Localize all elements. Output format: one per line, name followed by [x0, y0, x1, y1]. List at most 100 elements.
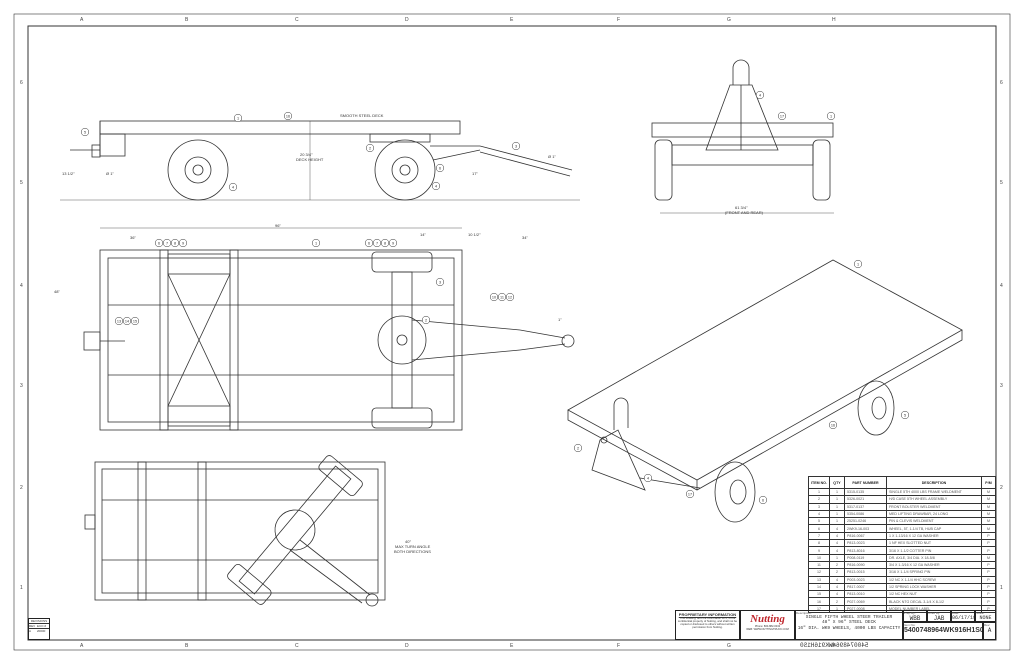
chkd-by-cell: Chkd By:JAB — [927, 610, 951, 622]
zone-row-label: 3 — [1000, 383, 1003, 389]
balloon-number: 7 — [376, 241, 378, 245]
pm-cell: P — [980, 531, 997, 541]
item-balloon: 17 — [685, 489, 695, 499]
phone: Phone: 800-882-0043 — [754, 625, 781, 628]
part-number-cell: P027-0069 — [843, 597, 887, 606]
qty-cell: 2 — [828, 568, 845, 577]
pm-cell: M — [980, 487, 997, 497]
col-part-number: PART NUMBER — [843, 476, 887, 489]
balloon-number: 2 — [577, 446, 579, 450]
item-balloon: 3 — [435, 277, 445, 287]
dimension-label: 96" — [275, 223, 281, 228]
col-pm: P/M — [980, 476, 997, 489]
qty-cell: 1 — [828, 553, 845, 562]
item-balloon: 6 — [364, 238, 374, 248]
dimension-label: Ø 1" — [548, 154, 556, 159]
zone-column-label: F — [617, 643, 621, 649]
item-balloon: 1 — [853, 259, 863, 269]
item-balloon: 4 — [228, 182, 238, 192]
description-cell: 1 X 1-13/16 X 12 GA WASHER — [885, 531, 982, 541]
prep-by-value: WBB — [909, 615, 921, 622]
qty-cell: 4 — [828, 531, 845, 541]
zone-column-label: G — [727, 17, 731, 23]
description-cell: 1/2 NC HEX NUT — [885, 590, 982, 599]
zone-column-label: D — [405, 643, 409, 649]
date-label: Date: — [952, 611, 960, 615]
item-balloon: 7 — [162, 238, 172, 248]
part-number-cell: P817-0007 — [843, 582, 887, 592]
balloon-number: 3 — [439, 280, 441, 284]
scale-label: Scale: — [976, 611, 985, 615]
balloon-number: 4 — [647, 476, 649, 480]
zone-column-label: E — [510, 17, 514, 23]
description-cell: H/D CASE 5TH WHEEL ASSEMBLY — [885, 495, 982, 504]
col-qty: QTY — [828, 476, 845, 489]
pm-cell: P — [980, 604, 997, 614]
proprietary-title: PROPRIETARY INFORMATION — [678, 612, 737, 617]
item-balloon: 1 — [233, 113, 243, 123]
item-no-cell: 7 — [808, 531, 830, 541]
dimension-label: 1" — [558, 317, 562, 322]
zone-row-label: 3 — [20, 383, 23, 389]
inner-border — [27, 25, 997, 641]
item-no-cell: 13 — [808, 575, 830, 584]
balloon-number: 6 — [439, 166, 441, 170]
zone-row-label: 2 — [1000, 485, 1003, 491]
item-balloon: 2 — [421, 315, 431, 325]
scale-cell: Scale:NONE — [975, 610, 996, 622]
zone-row-label: 5 — [1000, 180, 1003, 186]
pm-cell: M — [980, 553, 997, 562]
qty-cell: 4 — [828, 590, 845, 599]
qty-cell: 4 — [828, 582, 845, 592]
item-balloon: 11 — [497, 292, 507, 302]
parts-list-table: ITEM NO. QTY PART NUMBER DESCRIPTION P/M… — [808, 476, 997, 614]
part-number-cell: P008-0119 — [843, 553, 887, 562]
balloon-number: 6 — [762, 498, 764, 502]
qty-cell: 2 — [828, 597, 845, 606]
item-no-cell: 14 — [808, 582, 830, 592]
item-no-cell: 5 — [808, 517, 830, 526]
balloon-number: 1 — [857, 262, 859, 266]
item-balloon: 16 — [828, 420, 838, 430]
qty-cell: 2 — [828, 560, 845, 570]
item-balloon: 1 — [826, 111, 836, 121]
dimension-label: DECK HEIGHT — [296, 157, 324, 162]
item-balloon: 8 — [380, 238, 390, 248]
dimension-label: Ø 1" — [106, 171, 114, 176]
dimension-label: 40° — [405, 539, 412, 544]
zone-column-label: F — [617, 17, 621, 23]
item-balloon: 16 — [283, 111, 293, 121]
balloon-number: 6 — [158, 241, 160, 245]
description-cell: 1 NF HEX SLOTTED NUT — [885, 539, 982, 548]
mirrored-item-number: 5400748964WK916H1S0 — [800, 642, 869, 649]
description-cell: MED LIFTING DRAWBAR, 24 LONG — [885, 509, 982, 519]
balloon-number: 10 — [492, 295, 496, 299]
part-number-cell: 5317-0137 — [843, 502, 887, 511]
item-balloon: 14 — [122, 316, 132, 326]
prep-by-label: Prep By: — [904, 611, 916, 615]
pm-cell: P — [980, 582, 997, 592]
item-no-cell: 16 — [808, 597, 830, 606]
description-label: Description: — [796, 611, 812, 615]
description-cell: DR. AXLE, 3/4 DIA. X 18-5/8 — [885, 553, 982, 562]
zone-column-label: C — [295, 17, 299, 23]
pm-cell: P — [980, 597, 997, 606]
item-balloon: 1 — [311, 238, 321, 248]
dimension-label: 48" — [54, 289, 60, 294]
item-balloon: 2 — [573, 443, 583, 453]
description-cell: PIN & CLEVIS WELDMENT — [885, 517, 982, 526]
item-balloon: 10 — [489, 292, 499, 302]
description-cell: BLACK NTG DECAL 3-1/4 X 8-1/2 — [885, 597, 982, 606]
zone-row-label: 1 — [1000, 585, 1003, 591]
pm-cell: M — [980, 509, 997, 519]
balloon-number: 4 — [435, 184, 437, 188]
pm-cell: P — [980, 590, 997, 599]
